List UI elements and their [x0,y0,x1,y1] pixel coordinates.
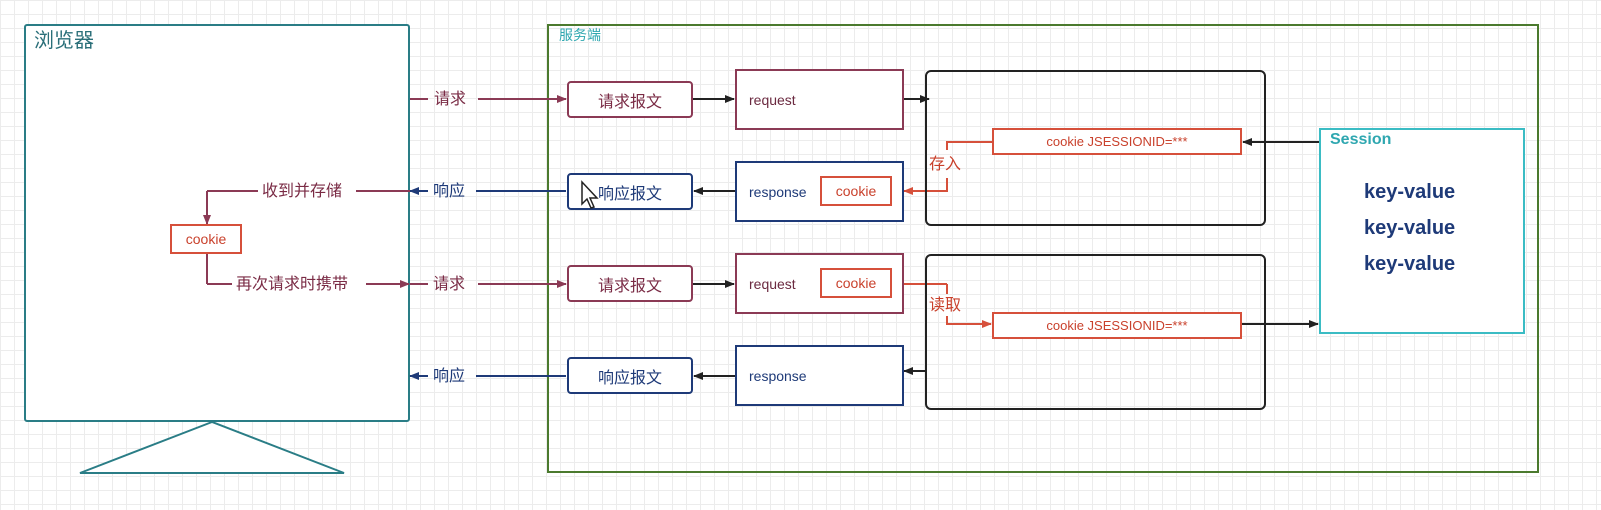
store-action-label: 存入 [929,154,962,173]
response-object-2: response [735,345,904,406]
processor-box-2 [925,254,1266,410]
session-box [1319,128,1525,334]
client-cookie: cookie [170,224,242,254]
response-cookie-1: cookie [820,176,892,206]
monitor-stand [79,420,345,474]
session-entry: key-value [1364,217,1456,239]
request-label-2: 请求 [433,274,466,293]
session-entry: key-value [1364,181,1456,203]
server-title: 服务端 [559,28,601,44]
browser-frame [24,24,410,422]
browser-title: 浏览器 [34,28,94,52]
request-label-1: 请求 [434,89,467,108]
resend-label: 再次请求时携带 [236,274,349,293]
read-action-label: 读取 [929,295,962,314]
request-message-1: 请求报文 [567,81,693,118]
mouse-cursor-icon [581,180,599,209]
processor-box-1 [925,70,1266,226]
server-frame [547,24,1539,473]
session-entry: key-value [1364,253,1456,275]
response-label-2: 响应 [433,366,466,385]
request-object-1-label: request [749,91,796,108]
jsessionid-cookie-2: cookie JSESSIONID=*** [992,312,1242,339]
request-object-1: request [735,69,904,130]
resend-arrow [206,254,410,288]
response-object-2-label: response [749,367,807,384]
response-object-1-label: response [749,183,807,200]
response-label-1: 响应 [433,181,466,200]
store-label: 收到并存储 [262,181,343,200]
response-message-2: 响应报文 [567,357,693,394]
request-message-2: 请求报文 [567,265,693,302]
jsessionid-cookie-1: cookie JSESSIONID=*** [992,128,1242,155]
session-title: Session [1330,131,1392,148]
store-arrow [203,190,410,225]
request-cookie-2: cookie [820,268,892,298]
store-cookie-arrow [903,141,992,195]
request-object-2-label: request [749,275,796,292]
